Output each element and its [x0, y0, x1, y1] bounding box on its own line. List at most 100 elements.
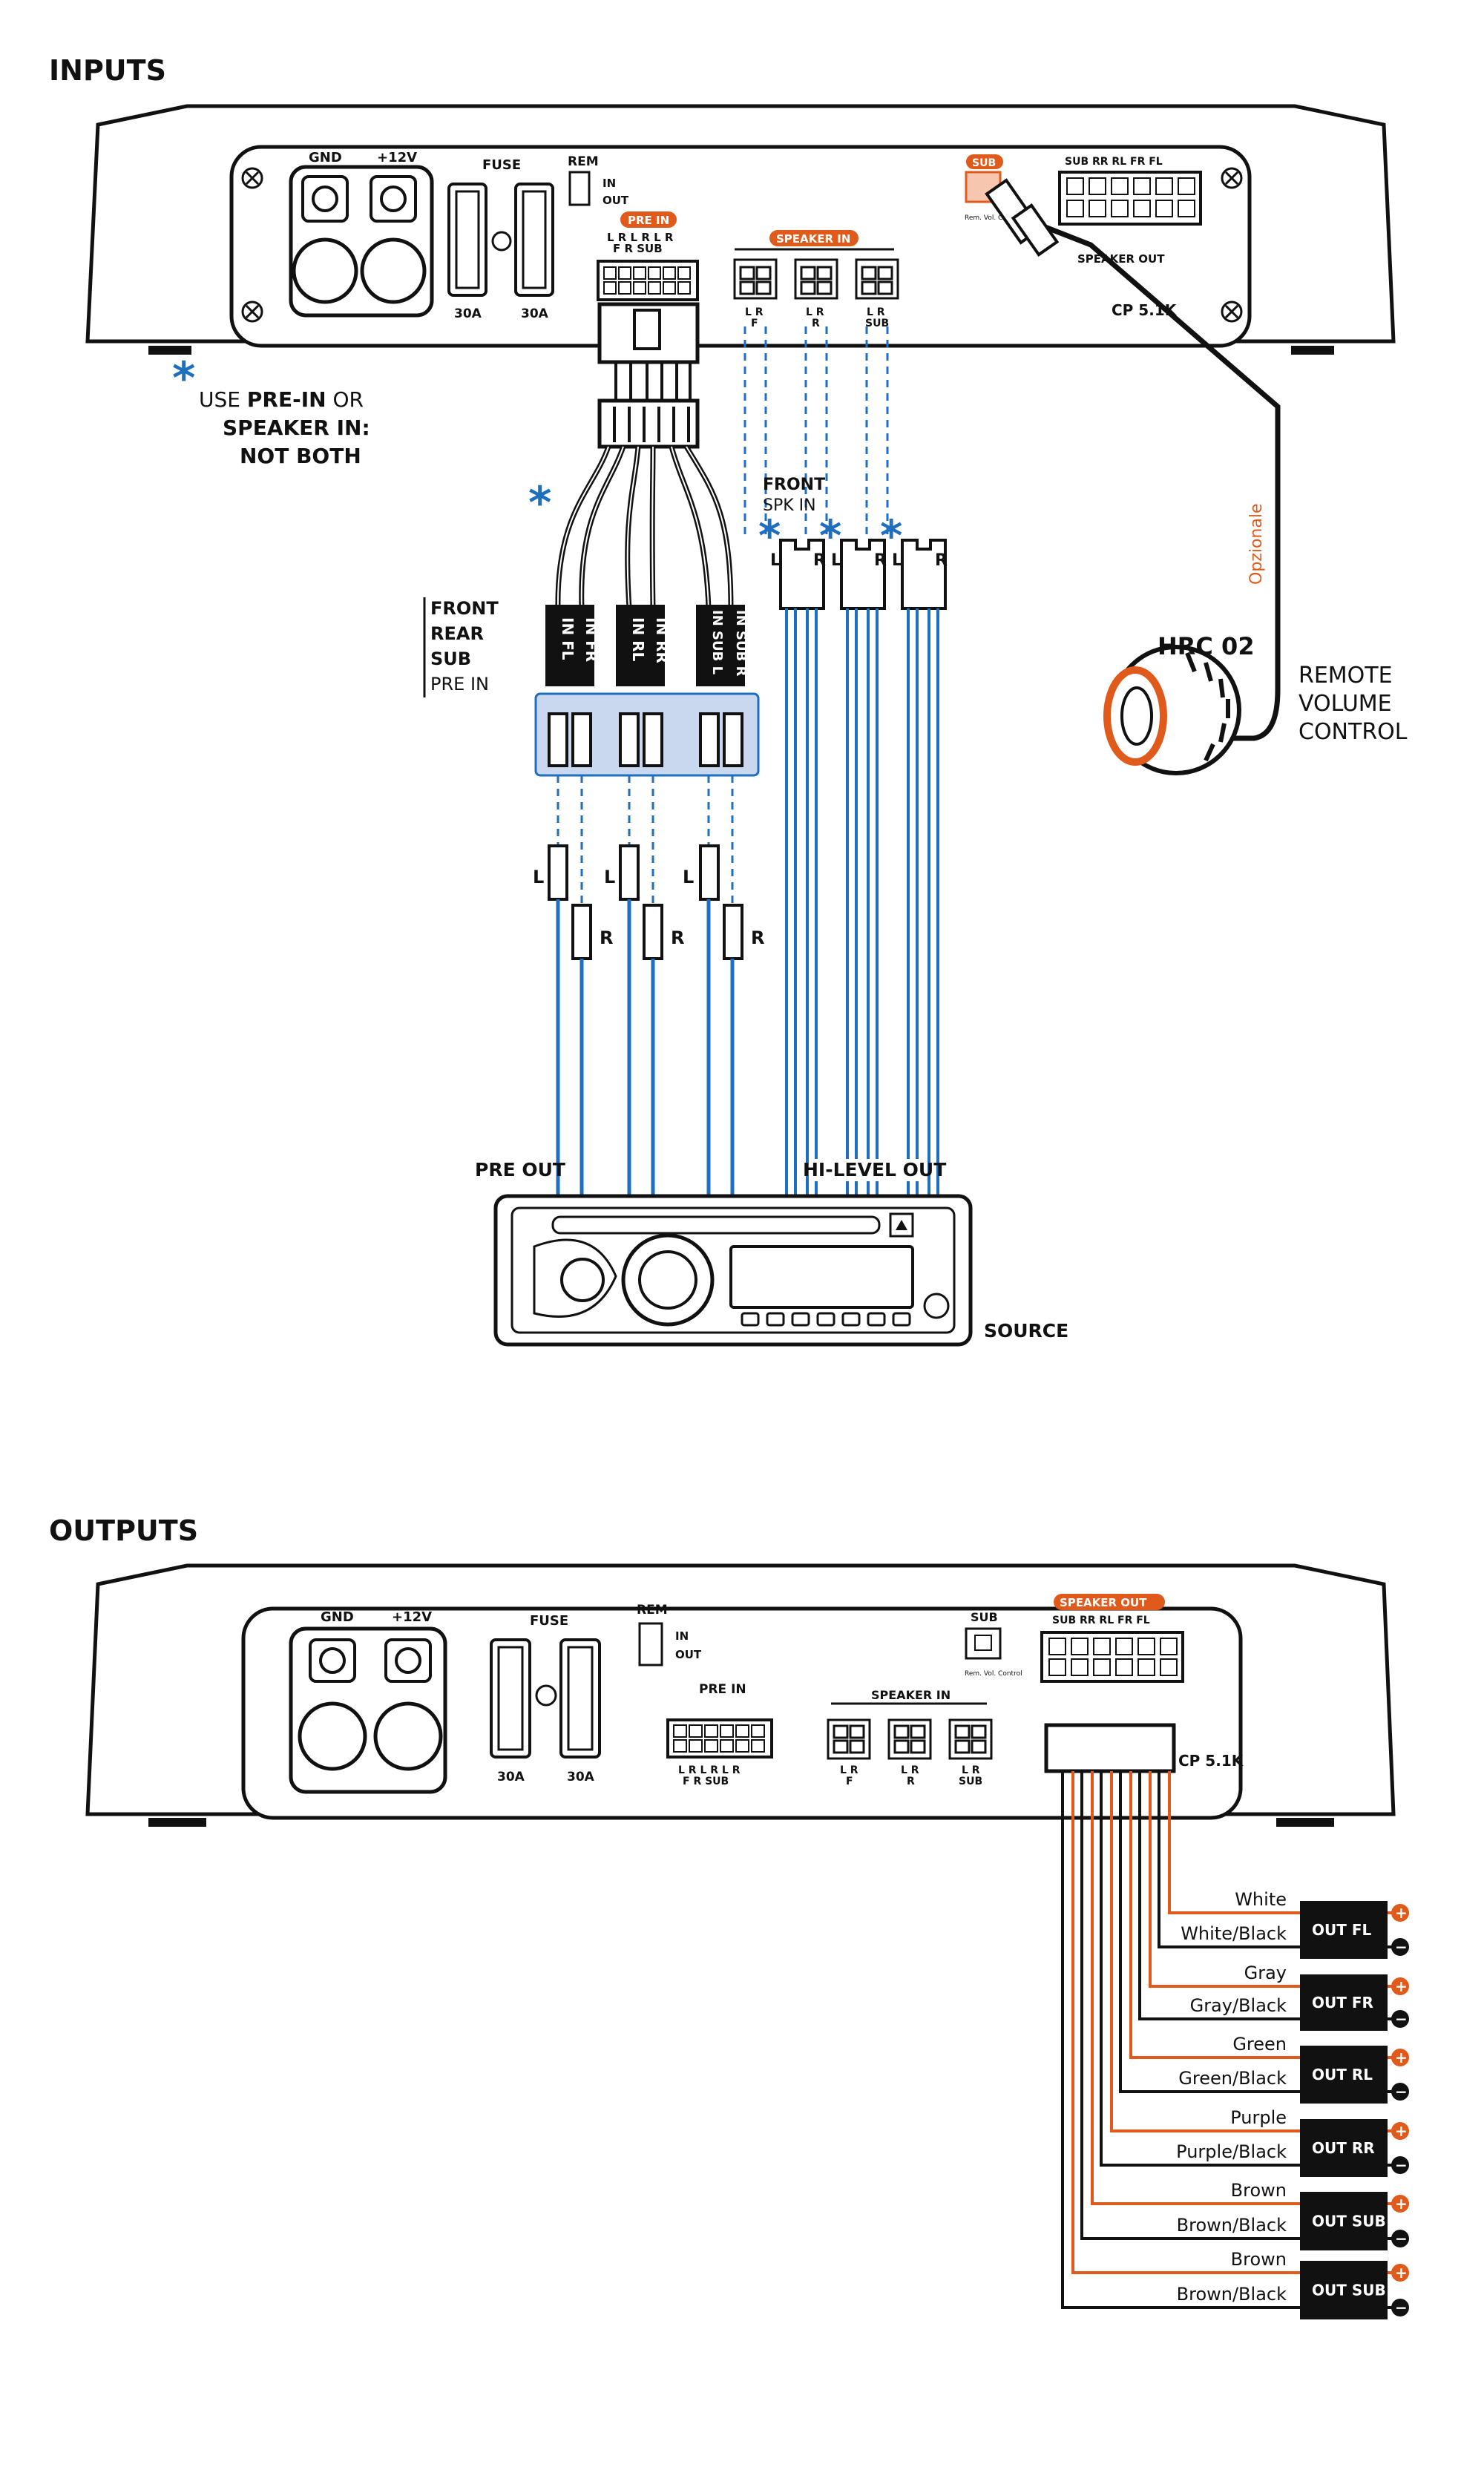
fuse-a2: 30A [521, 306, 549, 321]
remote-line-2: VOLUME [1298, 691, 1392, 717]
rca-r-2: R [671, 927, 684, 948]
source-label: SOURCE [984, 1320, 1068, 1342]
spk-f: F [751, 318, 758, 329]
wire-plus-label: Gray [1244, 1963, 1287, 1983]
output-box-label: OUT FL [1312, 1921, 1372, 1939]
output-box-label: OUT SUB [1312, 2282, 1386, 2299]
spk-lr-1: L R [745, 306, 764, 318]
wire-plus-label: Green [1232, 2034, 1287, 2055]
wire-plus-label: Purple [1230, 2107, 1287, 2128]
out-fuse-label: FUSE [530, 1613, 568, 1629]
output-box [1300, 2192, 1388, 2250]
opzionale-label: Opzionale [1247, 504, 1266, 585]
wire-plus [1149, 1771, 1300, 1988]
minus-sign: − [1395, 2083, 1408, 2101]
rca-tags [545, 605, 745, 686]
out-pre-in-lr: L R L R L R [678, 1764, 741, 1776]
pre-in-groups: F R SUB [613, 242, 663, 255]
outputs-heading: OUTPUTS [49, 1514, 198, 1547]
spk-lr-3: L R [867, 306, 885, 318]
pre-in-harness [555, 302, 734, 609]
out-amp-model: CP 5.1K [1178, 1752, 1244, 1770]
minus-sign: − [1395, 2010, 1408, 2028]
star-hl-2: * [819, 510, 841, 561]
pre-out-label: PRE OUT [475, 1159, 565, 1180]
plus-sign: + [1395, 2049, 1408, 2066]
front-spk-in-2: SPK IN [763, 496, 816, 515]
wire-minus-label: Green/Black [1178, 2068, 1287, 2089]
plus-sign: + [1395, 2264, 1408, 2282]
minus-terminal-icon [1391, 2083, 1409, 2101]
output-box-label: OUT RR [1312, 2139, 1375, 2157]
out-sub-label: SUB [971, 1610, 998, 1624]
wire-plus [1110, 1771, 1300, 2132]
out-speaker-in-label: SPEAKER IN [871, 1688, 951, 1702]
out-rem-in: IN [675, 1629, 689, 1643]
out-spk-sub: SUB [959, 1776, 982, 1787]
wire-minus [1100, 1771, 1300, 2167]
plus-sign: + [1395, 1904, 1408, 1922]
rca-tag-fl: IN FL [559, 617, 577, 660]
rem-vol-label: Rem. Vol. Control [965, 214, 1022, 222]
speaker-out-channels: SUB RR RL FR FL [1065, 156, 1163, 168]
rca-tag-subr: IN SUB R [733, 610, 749, 677]
wire-plus-label: White [1235, 1889, 1287, 1910]
hl-r-1: R [813, 551, 826, 570]
out-spk-f: F [846, 1776, 853, 1787]
out-fuse-a2: 30A [567, 1770, 595, 1784]
output-box [1300, 1974, 1388, 2031]
star-hl-3: * [880, 510, 902, 561]
wire-minus-label: Brown/Black [1177, 2284, 1287, 2305]
wire-plus [1129, 1771, 1300, 2059]
output-box-label: OUT SUB [1312, 2213, 1386, 2230]
wire-minus-label: Brown/Black [1177, 2215, 1287, 2236]
spk-lr-2: L R [806, 306, 824, 318]
rca-l-2: L [604, 867, 615, 887]
rca-l-3: L [683, 867, 694, 887]
hrc02-knob[interactable] [1103, 645, 1241, 775]
pre-out-cables [556, 899, 735, 1196]
pre-in-label-sub: SUB [430, 648, 471, 669]
pre-in-label-front: FRONT [430, 598, 499, 619]
hi-level-cables [785, 608, 939, 1196]
output-box-label: OUT RL [1312, 2066, 1373, 2083]
pre-in-badge: PRE IN [628, 214, 669, 227]
wire-plus-label: Brown [1231, 2180, 1287, 2201]
plus-sign: + [1395, 1977, 1408, 1995]
pre-in-star: * [528, 477, 551, 529]
note-line-2: SPEAKER IN: [223, 416, 370, 440]
note-line-1: USE PRE-IN OR [199, 387, 364, 412]
pre-in-lr: L R L R L R [607, 231, 674, 244]
out-spk-lr-1: L R [840, 1764, 858, 1776]
wire-plus [1091, 1771, 1300, 2205]
note-line-3: NOT BOTH [240, 444, 361, 468]
out-rem-label: REM [637, 1603, 668, 1618]
wire-minus [1119, 1771, 1300, 2093]
wire-minus-label: Gray/Black [1190, 1995, 1287, 2016]
speaker-out-label: SPEAKER OUT [1077, 252, 1165, 266]
wire-minus [1158, 1771, 1300, 1948]
sub-badge: SUB [972, 157, 996, 169]
v12-label: +12V [377, 150, 417, 165]
hl-l-1: L [770, 551, 781, 570]
plus-sign: + [1395, 2122, 1408, 2140]
wire-minus-label: White/Black [1181, 1923, 1287, 1944]
fuse-label: FUSE [482, 157, 521, 173]
rca-r-3: R [751, 927, 764, 948]
minus-terminal-icon [1391, 2156, 1409, 2174]
rem-out: OUT [603, 194, 629, 207]
out-spk-lr-3: L R [962, 1764, 980, 1776]
wire-plus [1168, 1771, 1300, 1914]
out-v12-label: +12V [392, 1609, 432, 1625]
pre-in-label-prein: PRE IN [430, 674, 489, 694]
star-hl-1: * [758, 510, 781, 561]
remote-line-3: CONTROL [1298, 719, 1408, 745]
minus-sign: − [1395, 2230, 1408, 2247]
out-speaker-out-badge: SPEAKER OUT [1060, 1596, 1147, 1609]
output-wires [1061, 1771, 1409, 2319]
rca-tag-subl: IN SUB L [709, 610, 725, 674]
rca-l-1: L [533, 867, 544, 887]
minus-terminal-icon [1391, 2299, 1409, 2316]
hl-l-3: L [892, 551, 902, 570]
